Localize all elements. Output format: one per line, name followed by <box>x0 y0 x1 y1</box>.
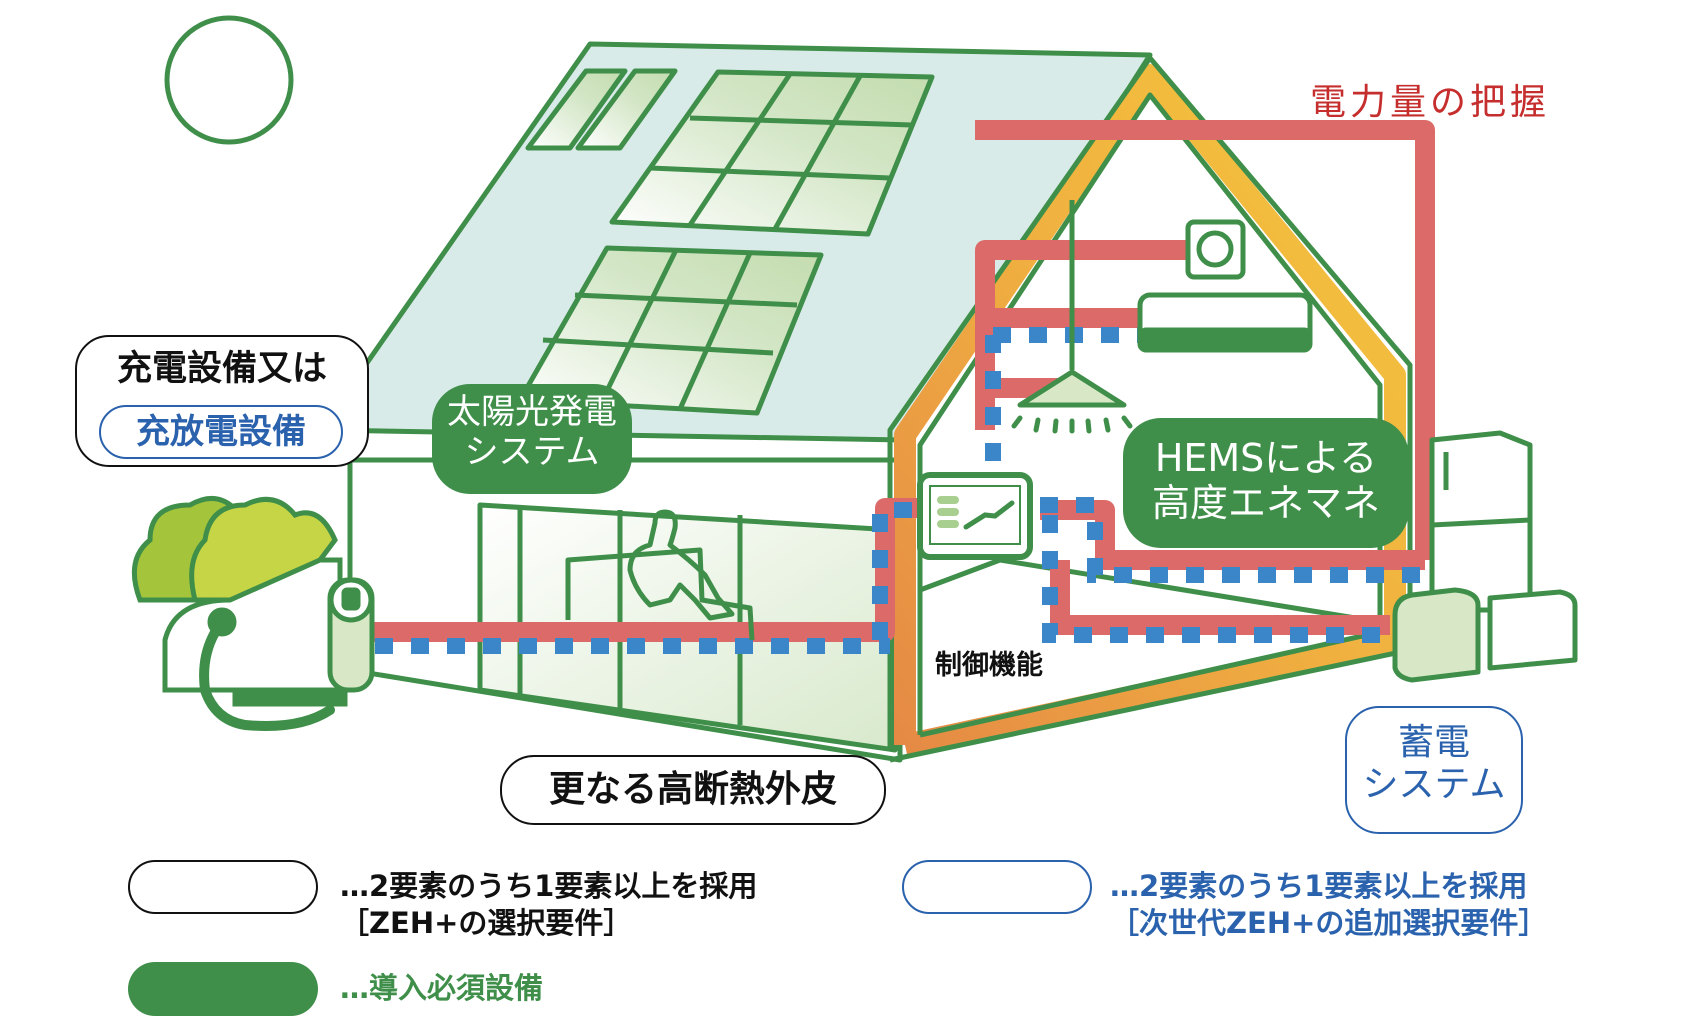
hems-line2: 高度エネマネ <box>1151 480 1380 525</box>
solar-system-label: 太陽光発電 システム <box>432 384 632 494</box>
sofa-person-icon <box>565 509 755 641</box>
insulation-label: 更なる高断熱外皮 <box>500 755 886 825</box>
solar-panel-icon <box>517 68 935 416</box>
legend-swatch-black <box>128 860 318 914</box>
legend-black-line1: …2要素のうち1要素以上を採用 <box>340 869 758 903</box>
charging-equipment-label: 充電設備又は 充放電設備 <box>75 335 369 467</box>
solar-system-line1: 太陽光発電 <box>447 392 617 432</box>
legend-swatch-green <box>128 962 318 1016</box>
ceiling-lamp-icon <box>1011 200 1133 434</box>
legend-blue-line1: …2要素のうち1要素以上を採用 <box>1110 869 1528 903</box>
solar-system-line2: システム <box>464 432 600 473</box>
legend-swatch-blue <box>902 860 1092 914</box>
hems-monitor-icon <box>917 472 1033 560</box>
ev-charger-icon <box>199 577 375 731</box>
ventilation-fan-icon <box>1185 219 1246 280</box>
hems-line1: HEMSによる <box>1154 436 1378 480</box>
storage-system-line2: システム <box>1362 764 1506 806</box>
house-side-wall <box>347 430 903 763</box>
control-function-label: 制御機能 <box>935 650 1043 681</box>
legend-green-line1: …導入必須設備 <box>340 971 544 1005</box>
power-measurement-label: 電力量の把握 <box>1310 82 1551 123</box>
legend-black-line2: ［ZEH+の選択要件］ <box>340 906 633 941</box>
insulation-frame <box>887 55 1413 763</box>
storage-battery-icon <box>1392 587 1578 683</box>
legend-text-green: …導入必須設備 <box>340 970 543 1007</box>
storage-system-label: 蓄電 システム <box>1345 706 1523 834</box>
legend-text-blue: …2要素のうち1要素以上を採用 ［次世代ZEH+の追加選択要件］ <box>1110 868 1547 942</box>
refrigerator-icon <box>1429 430 1533 613</box>
charging-equipment-title: 充電設備又は <box>116 349 327 389</box>
storage-system-line1: 蓄電 <box>1397 722 1470 763</box>
sun-icon <box>164 15 294 145</box>
air-conditioner-icon <box>1137 292 1313 353</box>
charge-discharge-equipment-label: 充放電設備 <box>99 405 343 459</box>
legend-blue-line2: ［次世代ZEH+の追加選択要件］ <box>1110 906 1548 941</box>
hems-label: HEMSによる 高度エネマネ <box>1123 418 1409 548</box>
legend-text-black: …2要素のうち1要素以上を採用 ［ZEH+の選択要件］ <box>340 868 757 942</box>
